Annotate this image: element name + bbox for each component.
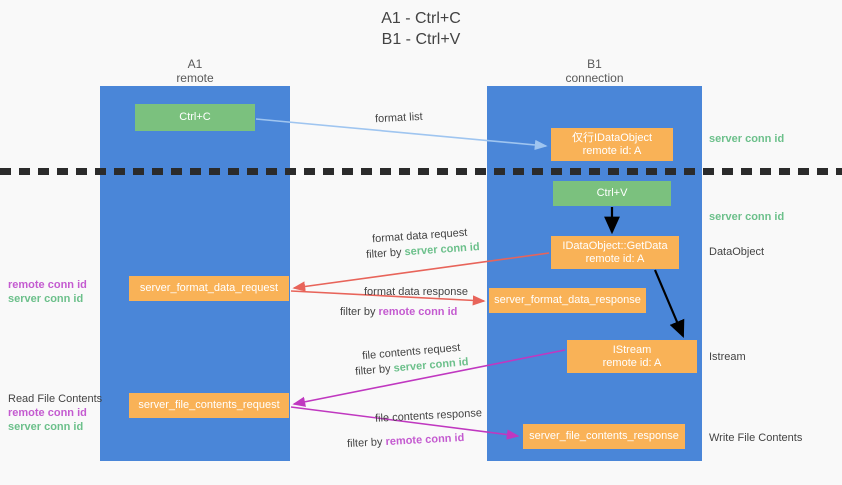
node-ctrl-c-label: Ctrl+C bbox=[179, 111, 211, 123]
node-idataobject-line1: 仅行IDataObject bbox=[571, 131, 653, 144]
page-title: A1 - Ctrl+C B1 - Ctrl+V bbox=[0, 8, 842, 50]
lane-header-b1-sub: connection bbox=[565, 71, 624, 85]
lane-header-b1: B1 connection bbox=[487, 57, 702, 85]
filter-prefix: filter by bbox=[340, 306, 379, 318]
phase-divider bbox=[0, 168, 842, 175]
node-idataobject[interactable]: 仅行IDataObject remote id: A bbox=[551, 128, 673, 161]
filter-prefix: filter by bbox=[365, 246, 405, 261]
annotation-server-conn-id: server conn id bbox=[8, 421, 84, 433]
annotation-dataobject: DataObject bbox=[709, 246, 765, 258]
edge-label-file-contents-response-filter: filter by remote conn id bbox=[347, 431, 465, 451]
node-getdata-line1: IDataObject::GetData bbox=[562, 239, 668, 252]
title-line-2: B1 - Ctrl+V bbox=[381, 31, 461, 48]
lane-header-a1-name: A1 bbox=[187, 57, 203, 71]
node-fmt-req-label: server_format_data_request bbox=[139, 282, 279, 294]
node-istream-line1: IStream bbox=[612, 343, 652, 356]
node-ctrl-v[interactable]: Ctrl+V bbox=[553, 181, 671, 206]
title-line-1: A1 - Ctrl+C bbox=[381, 10, 461, 27]
node-istream[interactable]: IStream remote id: A bbox=[567, 340, 697, 373]
edge-label-format-data-response: format data response bbox=[364, 286, 468, 298]
node-file-resp-label: server_file_contents_response bbox=[529, 430, 679, 442]
filter-prefix: filter by bbox=[354, 362, 395, 378]
node-ctrl-v-label: Ctrl+V bbox=[596, 187, 628, 199]
annotation-server-conn-id-top: server conn id bbox=[709, 133, 785, 145]
node-getdata-line2: remote id: A bbox=[585, 252, 645, 265]
node-idataobject-line2: remote id: A bbox=[582, 144, 642, 157]
annotation-remote-conn-id: remote conn id bbox=[8, 279, 87, 291]
node-server-file-contents-response[interactable]: server_file_contents_response bbox=[523, 424, 685, 449]
node-istream-line2: remote id: A bbox=[602, 356, 662, 369]
filter-prefix: filter by bbox=[346, 436, 386, 451]
node-server-format-data-response[interactable]: server_format_data_response bbox=[489, 288, 646, 313]
lane-header-a1-sub: remote bbox=[176, 71, 214, 85]
node-server-format-data-request[interactable]: server_format_data_request bbox=[129, 276, 289, 301]
annotation-conn-id-group-1: remote conn id server conn id bbox=[8, 278, 87, 306]
edge-label-file-contents-response: file contents response bbox=[374, 407, 483, 425]
filter-value-server-conn-id: server conn id bbox=[404, 241, 480, 259]
annotation-conn-id-group-2: Read File Contents remote conn id server… bbox=[8, 392, 102, 434]
annotation-server-conn-id-mid: server conn id bbox=[709, 211, 785, 223]
annotation-remote-conn-id: remote conn id bbox=[8, 407, 87, 419]
annotation-server-conn-id: server conn id bbox=[8, 293, 84, 305]
lane-header-a1: A1 remote bbox=[100, 57, 290, 85]
filter-value-remote-conn-id: remote conn id bbox=[385, 431, 465, 449]
annotation-read-file-contents: Read File Contents bbox=[8, 393, 103, 405]
node-server-file-contents-request[interactable]: server_file_contents_request bbox=[129, 393, 289, 418]
node-fmt-resp-label: server_format_data_response bbox=[494, 294, 641, 306]
node-file-req-label: server_file_contents_request bbox=[138, 399, 280, 411]
edge-label-format-data-response-filter: filter by remote conn id bbox=[340, 305, 457, 319]
annotation-istream: Istream bbox=[709, 351, 746, 363]
node-idataobject-getdata[interactable]: IDataObject::GetData remote id: A bbox=[551, 236, 679, 269]
lane-header-b1-name: B1 bbox=[587, 57, 602, 71]
annotation-write-file-contents: Write File Contents bbox=[709, 432, 803, 444]
node-ctrl-c[interactable]: Ctrl+C bbox=[135, 104, 255, 131]
filter-value-remote-conn-id: remote conn id bbox=[378, 306, 458, 318]
edge-label-format-list: format list bbox=[374, 110, 423, 126]
